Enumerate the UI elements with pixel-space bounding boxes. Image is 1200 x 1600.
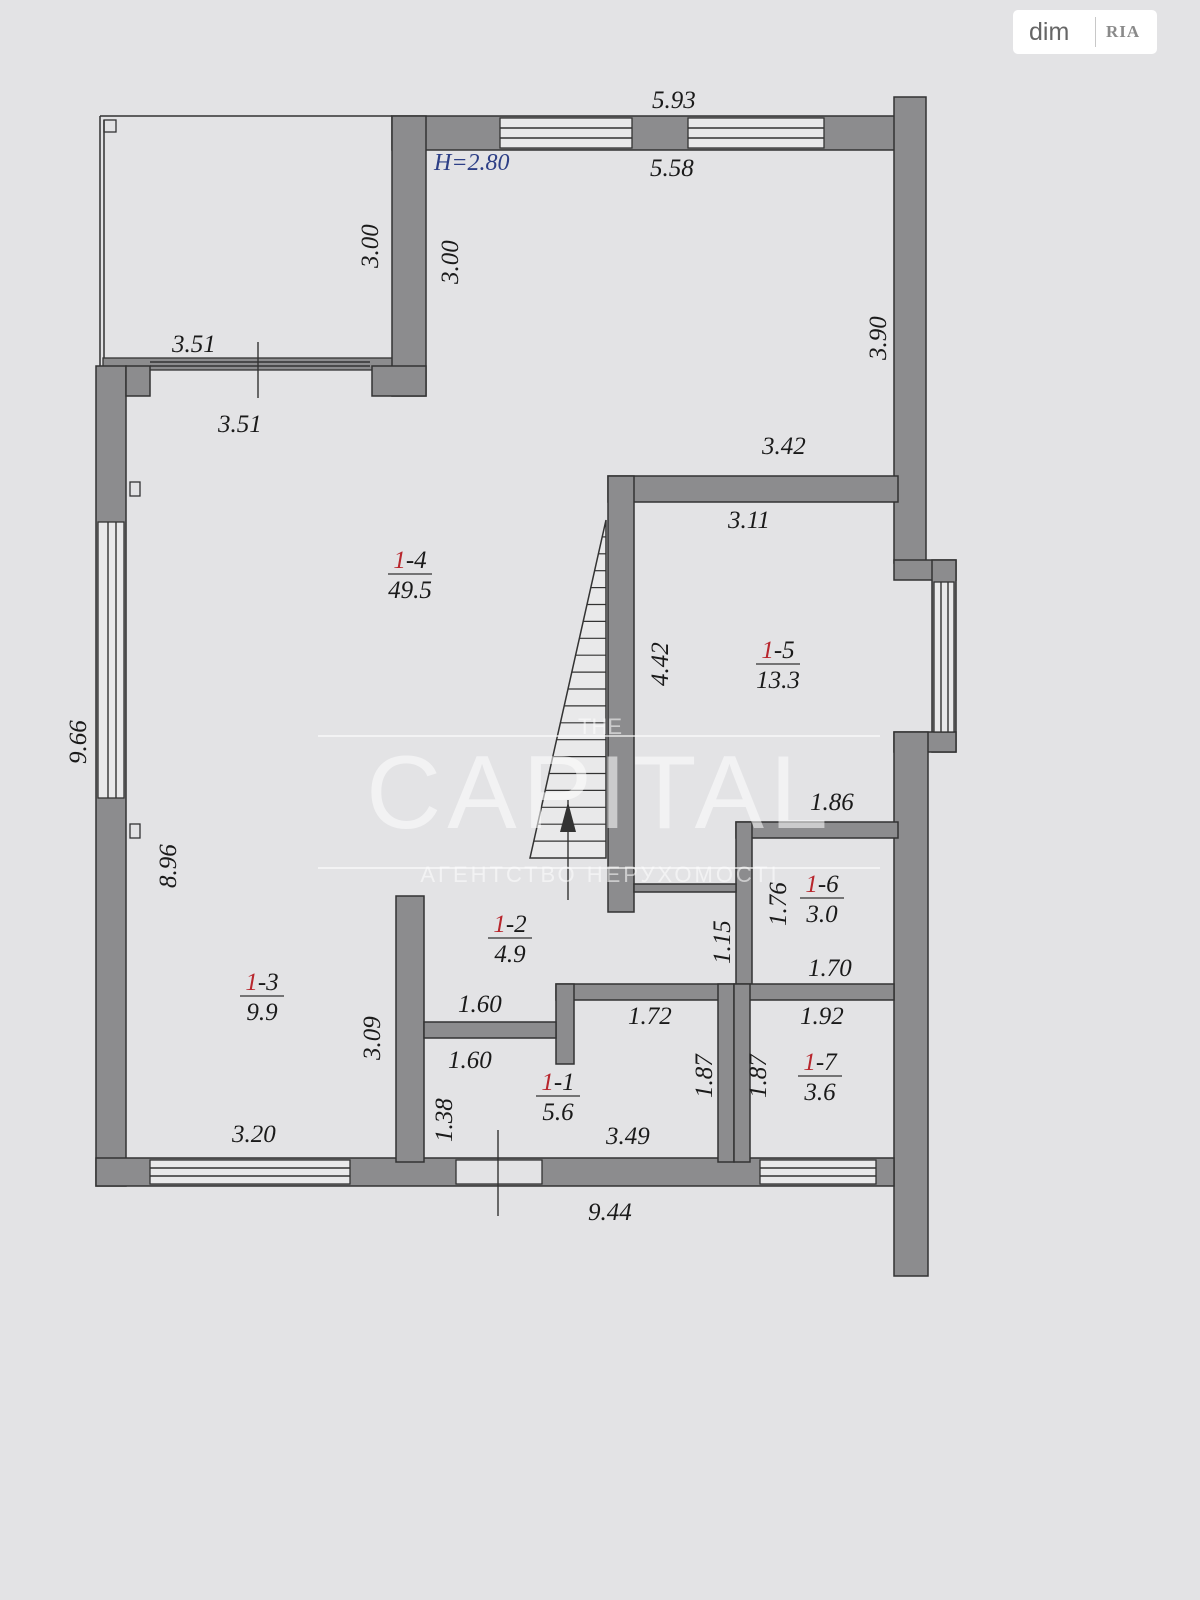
wall-room5-left (607, 475, 635, 913)
dim-room1-bottom-width: 3.49 (605, 1123, 650, 1150)
room-area-1-6: 3.0 (805, 901, 838, 928)
wall-room7-left (733, 983, 751, 1163)
ceiling-height-label: H=2.80 (433, 150, 510, 176)
dim-top-outer: 5.93 (652, 87, 696, 114)
logo-separator (1095, 17, 1096, 47)
dim-room1-left-height: 1.38 (431, 1098, 458, 1142)
terrace-outline (99, 115, 394, 398)
wall-room3-right (395, 895, 425, 1163)
room-code-1-4: 1-4 (393, 547, 426, 574)
room-area-1-3: 9.9 (246, 999, 278, 1026)
wall-room1-stub (555, 983, 575, 1065)
window-top-1 (499, 117, 633, 149)
watermark-sub: АГЕНТСТВО НЕРУХОМОСТІ (420, 862, 779, 887)
window-left (97, 521, 125, 799)
room-area-1-7: 3.6 (803, 1079, 836, 1106)
dim-room3-right-height: 3.09 (359, 1016, 386, 1061)
watermark: THE CAPITAL АГЕНТСТВО НЕРУХОМОСТІ (318, 714, 880, 887)
dim-room3-bottom-width: 3.20 (231, 1121, 276, 1148)
room-code-1-2: 1-2 (493, 911, 526, 938)
entrance-opening (455, 1159, 543, 1185)
dim-left-outer-height: 9.66 (65, 720, 92, 764)
wall-room1-left-top (423, 1021, 557, 1039)
dim-room5-top-width: 3.11 (727, 507, 770, 534)
wall-left-top-cap (125, 365, 151, 397)
dim-top-inner: 5.58 (650, 155, 694, 182)
dim-room5-bottom-width: 1.86 (810, 789, 854, 816)
dim-bottom-outer: 9.44 (588, 1199, 632, 1226)
dim-room1-top-left: 1.60 (448, 1047, 492, 1074)
room-code-1-5: 1-5 (761, 637, 794, 664)
wall-right-upper (893, 96, 927, 564)
dimria-logo[interactable]: dim RIA (1013, 10, 1157, 54)
wall-room2-top (633, 883, 737, 893)
watermark-main: CAPITAL (366, 735, 834, 851)
dim-room6-width: 1.70 (808, 955, 852, 982)
dim-terrace-height: 3.00 (357, 224, 384, 269)
window-bay (933, 581, 955, 733)
window-bottom-right (759, 1159, 877, 1185)
room-code-1-7: 1-7 (803, 1049, 838, 1076)
dim-room4-right-width: 3.42 (761, 433, 806, 460)
logo-dim-text: dim (1029, 17, 1070, 46)
wall-terrace-corner (371, 365, 427, 397)
room-code-1-6: 1-6 (805, 871, 839, 898)
wall-right-lower (893, 731, 929, 1277)
dim-room1-top-right: 1.72 (628, 1003, 672, 1030)
wall-room1-right (717, 983, 735, 1163)
dim-left-inner-height: 8.96 (155, 844, 182, 888)
dim-terrace-width: 3.51 (171, 331, 216, 358)
wall-room5-top (607, 475, 899, 503)
room-code-1-1: 1-1 (541, 1069, 574, 1096)
dim-room4-left-height: 3.00 (437, 240, 464, 285)
wall-terrace-right (391, 115, 427, 397)
room-code-1-3: 1-3 (245, 969, 278, 996)
room-area-1-2: 4.9 (494, 941, 526, 968)
stair-arrow-head (560, 802, 576, 832)
dim-room5-left-height: 4.42 (647, 642, 674, 686)
dim-room4-top-width: 3.51 (217, 411, 262, 438)
dimension-labels: 5.93 5.58 3.00 3.00 3.51 3.51 3.90 3.42 … (65, 87, 892, 1226)
room-area-1-4: 49.5 (388, 577, 432, 604)
dim-right-upper-height: 3.90 (865, 316, 892, 361)
room-labels: 1-4 49.5 1-5 13.3 1-6 3.0 1-2 4.9 1-3 9.9 1-1 5.6 1-… (240, 547, 844, 1126)
logo-ria-text: RIA (1106, 22, 1141, 41)
room-area-1-1: 5.6 (542, 1099, 574, 1126)
dim-room6-height: 1.76 (765, 882, 792, 926)
window-bottom-left (149, 1159, 351, 1185)
room-area-1-5: 13.3 (756, 667, 800, 694)
dim-room7-left-height: 1.87 (745, 1053, 772, 1098)
dim-room1-right-height: 1.87 (691, 1053, 718, 1098)
dim-room2-bottom-width: 1.60 (458, 991, 502, 1018)
watermark-top: THE (578, 714, 622, 739)
windows (97, 117, 955, 1216)
dim-room7-top-width: 1.92 (800, 1003, 844, 1030)
dim-room2-right-height: 1.15 (709, 920, 736, 964)
window-top-2 (687, 117, 825, 149)
